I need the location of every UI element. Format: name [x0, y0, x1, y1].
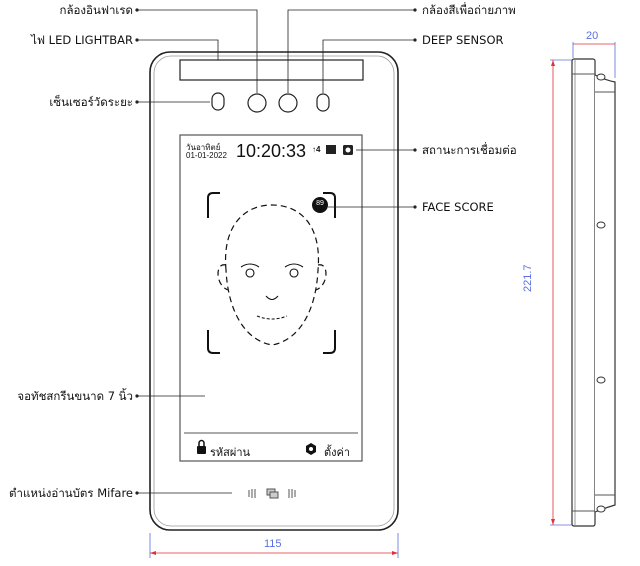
label-led-lightbar: ไฟ LED LIGHTBAR: [31, 33, 133, 47]
distance-sensor: [211, 92, 225, 111]
screen-clock: 10:20:33: [236, 141, 307, 161]
label-touchscreen: จอทัชสกรีนขนาด 7 นิ้ว: [17, 389, 133, 403]
lock-icon: [197, 446, 206, 454]
signal-indicator: ↑4: [312, 145, 321, 154]
screen-date: 01-01-2022: [186, 151, 227, 160]
label-deep-sensor: DEEP SENSOR: [422, 33, 504, 47]
callout-lines: [137, 9, 415, 494]
height-dimension-value: 221.7: [522, 264, 534, 292]
password-button[interactable]: รหัสผ่าน: [210, 447, 251, 459]
width-dimension-value: 115: [264, 538, 282, 550]
ir-camera: [247, 93, 267, 113]
led-lightbar: [179, 59, 364, 81]
face-outline-icon: [217, 204, 327, 346]
face-score-badge: [312, 197, 328, 213]
mifare-icon: [248, 488, 296, 499]
deep-sensor: [316, 93, 330, 112]
width-dimension: [149, 533, 399, 558]
depth-dimension-value: 20: [586, 30, 599, 42]
color-camera: [278, 93, 298, 113]
label-ir-camera: กล้องอินฟาเรด: [59, 3, 133, 17]
settings-button[interactable]: ตั้งค่า: [324, 447, 351, 459]
screen-day: วันอาทิตย์: [186, 143, 221, 152]
face-frame: [207, 192, 336, 354]
label-color-camera: กล้องสีเพื่อถ่ายภาพ: [422, 3, 516, 17]
label-mifare-reader: ตำแหน่งอ่านบัตร Mifare: [9, 486, 133, 500]
label-connection-status: สถานะการเชื่อมต่อ: [422, 143, 517, 157]
label-face-score: FACE SCORE: [422, 200, 494, 214]
label-distance-sensor: เซ็นเซอร์วัดระยะ: [49, 95, 133, 109]
network-icon: [326, 145, 336, 154]
face-features: [240, 263, 304, 320]
touchscreen[interactable]: [179, 134, 363, 462]
side-view: [550, 42, 616, 527]
face-score-value: 89: [316, 200, 324, 207]
